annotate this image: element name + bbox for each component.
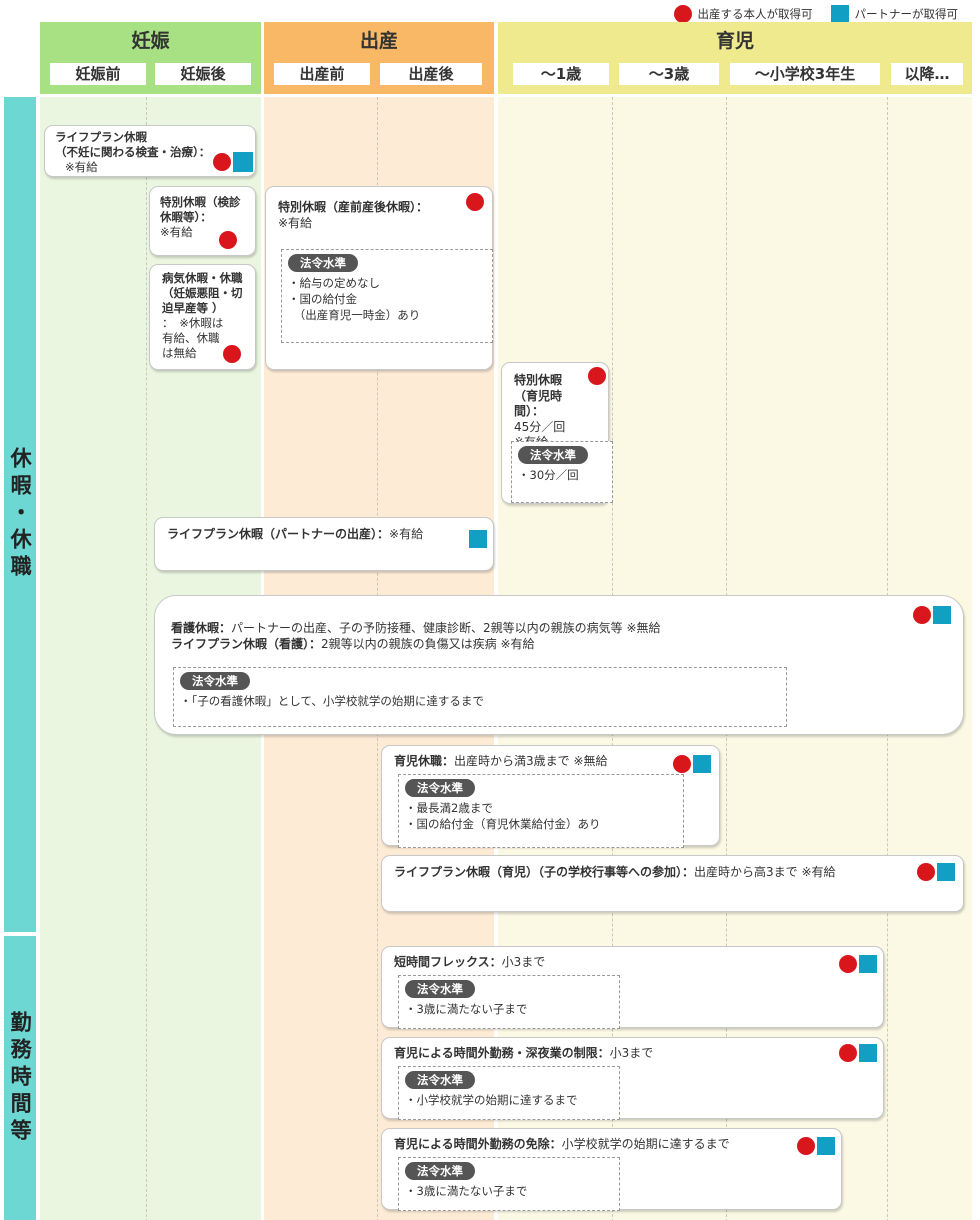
- law-tag: 法令水準: [405, 1071, 475, 1090]
- category-work: 勤務時間等: [4, 936, 36, 1220]
- card-sick-leave: 病気休暇・休職（妊娠悪阻・切迫早産等 ） ： ※休暇は有給、休職は無給: [149, 264, 256, 370]
- card-childcare-leave: 育児休職：出産時から満3歳まで ※無給 法令水準 ・最長満2歳まで ・国の給付金…: [381, 745, 720, 848]
- law-standard-box: 法令水準 ・小学校就学の始期に達するまで: [398, 1066, 620, 1120]
- divider: [146, 97, 147, 1220]
- partner-mark-icon: [933, 606, 951, 624]
- card-overtime-exempt: 育児による時間外勤務の免除：小学校就学の始期に達するまで 法令水準 ・3歳に満た…: [381, 1128, 842, 1211]
- self-mark-icon: [917, 863, 935, 881]
- phase-title: 育児: [715, 30, 754, 52]
- self-mark-icon: [588, 367, 606, 385]
- phase-title: 妊娠: [131, 30, 170, 52]
- card-lifeplan-school: ライフプラン休暇（育児）（子の学校行事等への参加）：出産時から高3まで ※有給: [381, 855, 964, 912]
- phase-header-pregnancy: 妊娠 妊娠前 妊娠後: [40, 22, 261, 94]
- phase-header-birth: 出産 出産前 出産後: [264, 22, 494, 94]
- self-mark-icon: [219, 231, 237, 249]
- law-standard-box: 法令水準 ・30分／回: [511, 441, 613, 503]
- phase-sub-label: 〜1歳: [513, 63, 609, 85]
- card-overtime-limit: 育児による時間外勤務・深夜業の制限：小3まで 法令水準 ・小学校就学の始期に達す…: [381, 1037, 884, 1120]
- phase-sub-label: 〜小学校3年生: [730, 63, 880, 85]
- self-mark-icon: [797, 1137, 815, 1155]
- law-standard-box: 法令水準 ・3歳に満たない子まで: [398, 975, 620, 1029]
- card-care-leave: 看護休暇：パートナーの出産、子の予防接種、健康診断、2親等以内の親族の病気等 ※…: [154, 595, 964, 735]
- self-mark-icon: [223, 345, 241, 363]
- law-tag: 法令水準: [518, 446, 588, 465]
- phase-header-childcare: 育児 〜1歳 〜3歳 〜小学校3年生 以降…: [498, 22, 972, 94]
- law-tag: 法令水準: [180, 672, 250, 691]
- phase-sub-label: 以降…: [891, 63, 963, 85]
- card-special-checkup: 特別休暇（検診休暇等）： ※有給: [149, 186, 256, 256]
- phase-sub-label: 〜3歳: [619, 63, 719, 85]
- law-standard-box: 法令水準 ・3歳に満たない子まで: [398, 1157, 620, 1211]
- self-mark-icon: [839, 1044, 857, 1062]
- card-short-flex: 短時間フレックス：小3まで 法令水準 ・3歳に満たない子まで: [381, 946, 884, 1029]
- partner-mark-icon: [233, 152, 253, 172]
- partner-mark-icon: [937, 863, 955, 881]
- partner-mark-icon: [830, 5, 849, 23]
- category-leave: 休暇・休職: [4, 97, 36, 932]
- legend: 出産する本人が取得可 パートナーが取得可: [673, 5, 959, 23]
- phase-sub-label: 出産後: [380, 63, 482, 85]
- law-standard-box: 法令水準 ・「子の看護休暇」として、小学校就学の始期に達するまで: [173, 667, 787, 727]
- self-mark-icon: [839, 955, 857, 973]
- phase-sub-label: 妊娠前: [50, 63, 146, 85]
- phase-sub-label: 出産前: [274, 63, 370, 85]
- legend-self-label: 出産する本人が取得可: [697, 7, 813, 21]
- law-tag: 法令水準: [405, 779, 475, 798]
- card-lifeplan-fertility: ライフプラン休暇 （不妊に関わる検査・治療）： ※有給: [44, 125, 256, 177]
- law-tag: 法令水準: [405, 980, 475, 999]
- self-mark-icon: [213, 153, 231, 171]
- phase-sub-label: 妊娠後: [155, 63, 251, 85]
- law-standard-box: 法令水準 ・最長満2歳まで ・国の給付金（育児休業給付金）あり: [398, 774, 684, 848]
- law-tag: 法令水準: [405, 1162, 475, 1181]
- partner-mark-icon: [859, 955, 877, 973]
- card-maternity: 特別休暇（産前産後休暇）： ※有給 法令水準 ・給与の定めなし ・国の給付金 （…: [265, 186, 493, 370]
- self-mark-icon: [673, 755, 691, 773]
- law-tag: 法令水準: [288, 254, 358, 273]
- phase-title: 出産: [359, 30, 398, 52]
- partner-mark-icon: [817, 1137, 835, 1155]
- self-mark-icon: [673, 5, 692, 23]
- partner-mark-icon: [859, 1044, 877, 1062]
- self-mark-icon: [466, 193, 484, 211]
- partner-mark-icon: [693, 755, 711, 773]
- self-mark-icon: [913, 606, 931, 624]
- law-standard-box: 法令水準 ・給与の定めなし ・国の給付金 （出産育児一時金）あり: [281, 249, 493, 343]
- card-lifeplan-partner-birth: ライフプラン休暇（パートナーの出産）：※有給: [154, 517, 494, 571]
- card-nursing-time: 特別休暇（育児時間）： 45分／回 ※有給 法令水準 ・30分／回: [501, 362, 613, 504]
- partner-mark-icon: [469, 530, 487, 548]
- legend-partner-label: パートナーが取得可: [854, 7, 959, 21]
